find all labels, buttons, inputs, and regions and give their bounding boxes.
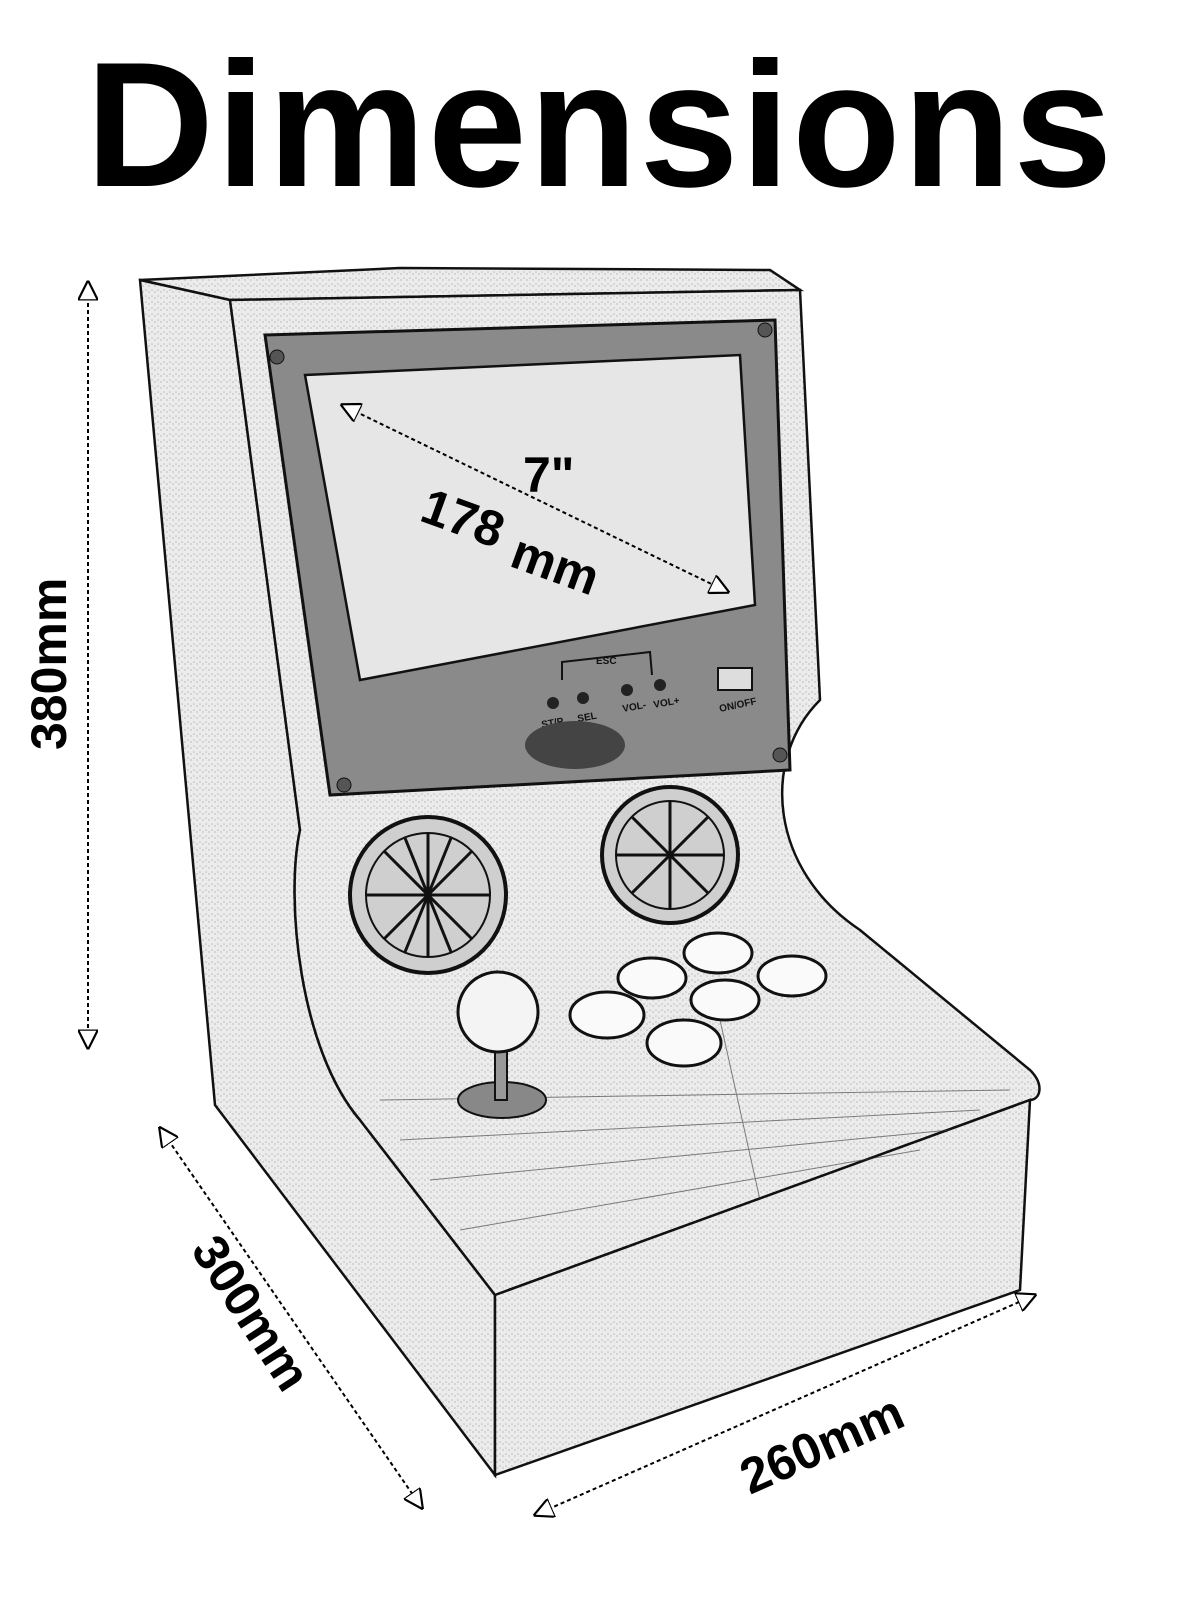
action-button[interactable] (682, 931, 754, 975)
vol-down-label: VOL- (622, 700, 647, 715)
action-button[interactable] (756, 954, 828, 998)
width-label: 260mm (732, 1384, 912, 1505)
action-button[interactable] (568, 990, 646, 1040)
esc-label: ESC (596, 656, 617, 667)
speaker-right (600, 785, 740, 925)
select-button[interactable] (577, 692, 589, 704)
action-button[interactable] (616, 956, 688, 1000)
vol-up-button[interactable] (654, 679, 666, 691)
function-buttons-panel: ESC ST/P SEL VOL- VOL+ ON/OFF (525, 650, 758, 769)
depth-label: 300mm (181, 1225, 322, 1400)
action-buttons (568, 931, 828, 1068)
page-title: Dimensions (85, 25, 1115, 224)
joystick[interactable] (456, 970, 547, 1119)
power-switch[interactable] (717, 667, 753, 691)
bezel-screws (269, 322, 788, 793)
width-arrow (535, 1295, 1035, 1515)
action-button[interactable] (645, 1018, 723, 1068)
speaker-left (348, 815, 508, 975)
screen-size-inches: 7" (523, 447, 575, 503)
vol-up-label: VOL+ (653, 696, 681, 711)
start-button[interactable] (547, 697, 559, 709)
vol-down-button[interactable] (621, 684, 633, 696)
height-label: 380mm (21, 578, 77, 750)
action-button[interactable] (689, 978, 761, 1022)
screen-diagonal-arrow (342, 405, 728, 592)
